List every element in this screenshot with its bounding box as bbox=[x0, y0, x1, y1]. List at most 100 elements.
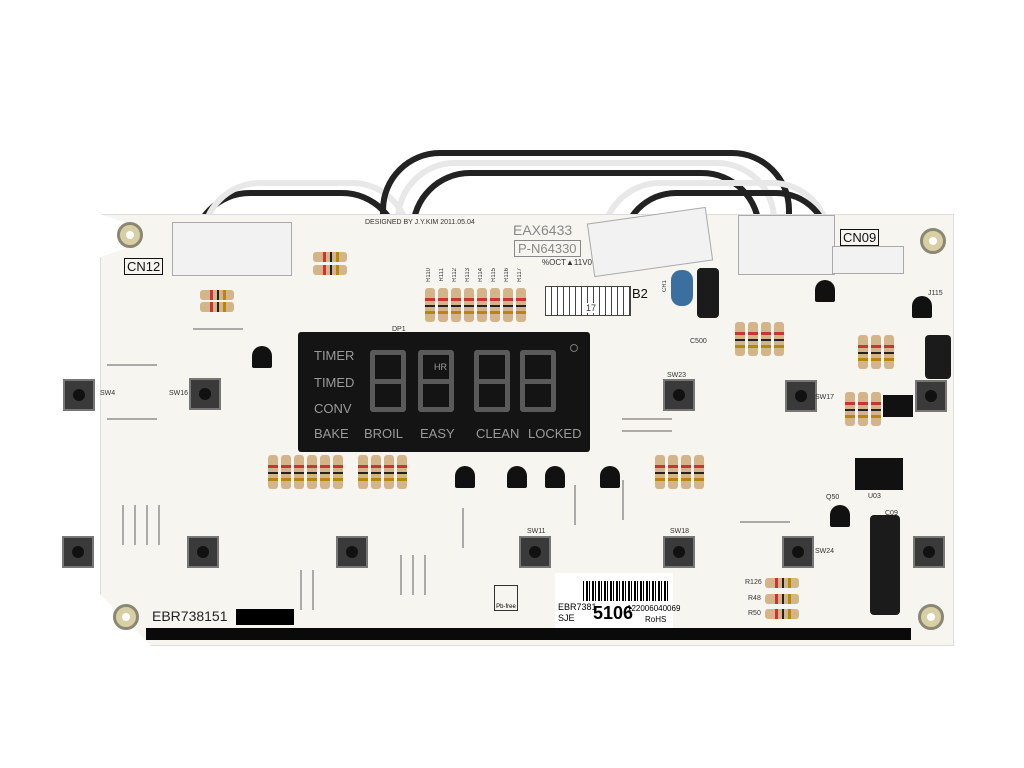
silk-r114: R114 bbox=[478, 268, 484, 282]
silk-sw24: SW24 bbox=[815, 548, 835, 555]
pb-free-text: Pb-free bbox=[496, 604, 516, 610]
digit-1 bbox=[370, 350, 406, 412]
mode-easy: EASY bbox=[420, 426, 455, 441]
mounting-hole bbox=[113, 604, 139, 630]
sticker-number: 5106 bbox=[593, 603, 634, 623]
silk-u03: U03 bbox=[868, 493, 881, 500]
connector-cn12 bbox=[172, 222, 292, 276]
silk-r48: R48 bbox=[748, 595, 761, 602]
silk-r112: R112 bbox=[452, 268, 458, 282]
silk-r115: R115 bbox=[491, 268, 497, 282]
tactile-switch-sw17[interactable] bbox=[785, 380, 817, 412]
tactile-switch-sw16[interactable] bbox=[189, 378, 221, 410]
tactile-switch-b2[interactable] bbox=[187, 536, 219, 568]
resistor bbox=[313, 265, 347, 275]
transistor bbox=[455, 466, 475, 488]
jumper bbox=[107, 364, 157, 366]
barcode-sticker: EBR7381 SJE 5106 122006040069 RoHS bbox=[555, 573, 680, 628]
display-label-timed: TIMED bbox=[314, 375, 355, 390]
tactile-switch-sw23[interactable] bbox=[663, 379, 695, 411]
resistor-array-r3 bbox=[858, 335, 894, 369]
ic-u03 bbox=[855, 458, 903, 490]
resistor-array-r2 bbox=[735, 322, 784, 356]
display-label-conv: CONV bbox=[314, 401, 352, 416]
resistor-array-left bbox=[268, 455, 343, 489]
display-label-timer: TIMER bbox=[314, 348, 355, 363]
tactile-switch-sw4[interactable] bbox=[63, 379, 95, 411]
mounting-hole bbox=[117, 222, 143, 248]
resistor bbox=[765, 594, 799, 604]
resistor bbox=[765, 578, 799, 588]
grid-marking: 17 bbox=[545, 286, 631, 316]
resistor-array-mid bbox=[358, 455, 407, 489]
sticker-rohs: RoHS bbox=[645, 615, 667, 624]
jumper bbox=[122, 505, 124, 545]
silk-c09: C09 bbox=[885, 510, 898, 517]
silk-r111: R111 bbox=[439, 268, 445, 282]
resistor bbox=[200, 290, 234, 300]
tactile-switch-b1[interactable] bbox=[62, 536, 94, 568]
silk-r110: R110 bbox=[426, 268, 432, 282]
jumper bbox=[574, 485, 576, 525]
silk-dp1: DP1 bbox=[392, 326, 406, 333]
silk-sw11: SW11 bbox=[527, 528, 546, 535]
silk-sw16: SW16 bbox=[169, 390, 189, 397]
digit-3 bbox=[474, 350, 510, 412]
wire-harness bbox=[180, 140, 832, 256]
tactile-switch-b3[interactable] bbox=[336, 536, 368, 568]
tactile-switch-sw11[interactable] bbox=[519, 536, 551, 568]
capacitor bbox=[697, 268, 719, 318]
grid-number: 17 bbox=[586, 303, 597, 313]
tactile-switch-sw24[interactable] bbox=[782, 536, 814, 568]
connector-small bbox=[832, 246, 904, 274]
silk-r116: R116 bbox=[504, 268, 510, 282]
mounting-hole bbox=[920, 228, 946, 254]
digit-4 bbox=[520, 350, 556, 412]
transistor bbox=[507, 466, 527, 488]
silk-cr1: CR1 bbox=[662, 280, 668, 293]
designer-text: DESIGNED BY J.Y.KIM 2011.05.04 bbox=[365, 219, 475, 226]
resistor-array-top bbox=[425, 288, 526, 322]
bottom-edge-strip bbox=[146, 628, 911, 640]
tactile-switch-sw18[interactable] bbox=[663, 536, 695, 568]
capacitor bbox=[925, 335, 951, 379]
jumper bbox=[740, 521, 790, 523]
transistor bbox=[830, 505, 850, 527]
jumper bbox=[158, 505, 160, 545]
mode-clean: CLEAN bbox=[476, 426, 520, 441]
capacitor bbox=[870, 515, 900, 615]
cn12-label: CN12 bbox=[124, 258, 164, 275]
resistor bbox=[313, 252, 347, 262]
display-hr: HR bbox=[434, 362, 447, 372]
part-number: EAX6433 bbox=[513, 222, 573, 238]
pb-free-logo: Pb-free bbox=[494, 585, 518, 611]
crystal bbox=[671, 270, 693, 306]
degree-indicator bbox=[570, 344, 578, 352]
sticker-model: EBR7381 bbox=[558, 602, 597, 612]
jumper bbox=[424, 555, 426, 595]
regulator bbox=[883, 395, 913, 417]
tactile-switch-right[interactable] bbox=[915, 380, 947, 412]
digit-2 bbox=[418, 350, 454, 412]
date-code: %OCT▲11V0 bbox=[542, 258, 593, 267]
silk-sw23: SW23 bbox=[667, 372, 687, 379]
silk-sw18: SW18 bbox=[670, 528, 690, 535]
sticker-suffix: SJE bbox=[558, 613, 575, 623]
transistor bbox=[252, 346, 272, 368]
silk-sw4: SW4 bbox=[100, 390, 116, 397]
mode-bake: BAKE bbox=[314, 426, 349, 441]
resistor-array-right bbox=[655, 455, 704, 489]
jumper bbox=[622, 418, 672, 420]
resistor bbox=[765, 609, 799, 619]
silk-sw17: SW17 bbox=[815, 394, 835, 401]
sticker-serial: 122006040069 bbox=[627, 604, 681, 613]
tactile-switch-b8[interactable] bbox=[913, 536, 945, 568]
transistor bbox=[815, 280, 835, 302]
b2-label: B2 bbox=[632, 286, 648, 301]
cn09-label: CN09 bbox=[840, 229, 880, 246]
resistor-array-r4 bbox=[845, 392, 881, 426]
jumper bbox=[300, 570, 302, 610]
ebr-label: EBR738151 bbox=[152, 608, 228, 624]
jumper bbox=[146, 505, 148, 545]
vfd-display: TIMER TIMED CONV HR BAKE BROIL EASY CLEA… bbox=[298, 332, 590, 452]
